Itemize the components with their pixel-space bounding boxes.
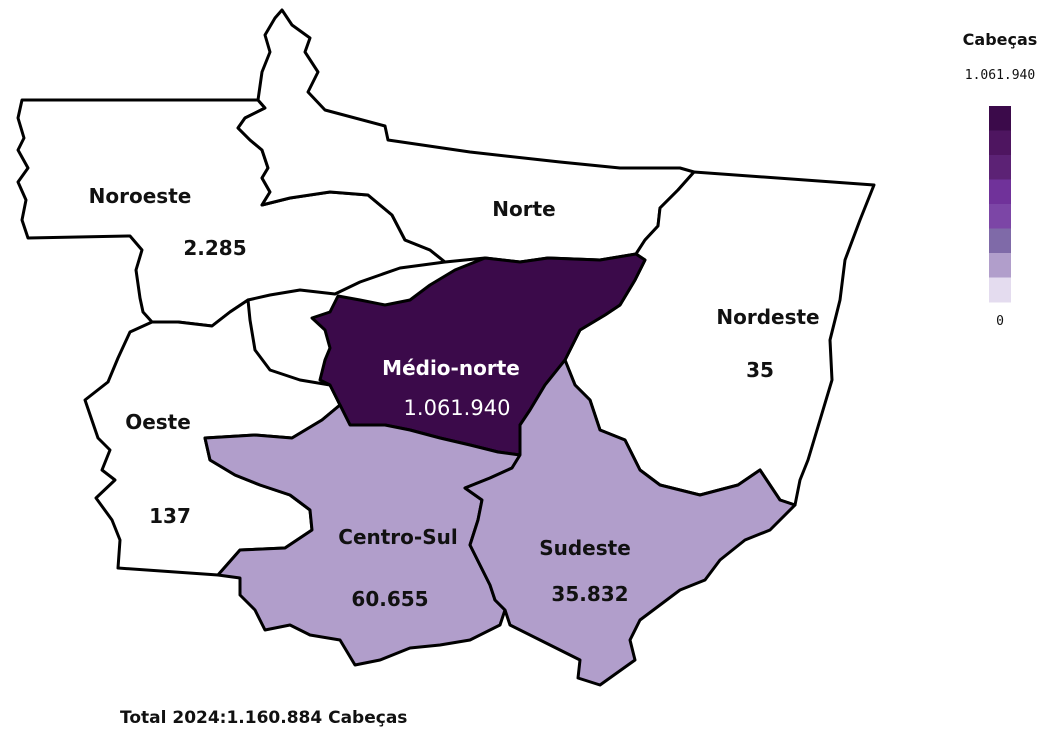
legend-swatch — [989, 130, 1011, 156]
total-caption: Total 2024:1.160.884 Cabeças — [120, 708, 407, 728]
label-medio-norte: Médio-norte — [382, 356, 520, 380]
legend-max-label: 1.061.940 — [965, 68, 1035, 83]
label-centro-sul: Centro-Sul — [338, 525, 457, 549]
legend-swatch — [989, 228, 1011, 254]
value-centro-sul: 60.655 — [351, 587, 428, 611]
legend-swatch — [989, 204, 1011, 229]
legend-min-label: 0 — [996, 314, 1004, 329]
color-legend: Cabeças 1.061.940 0 — [963, 30, 1038, 329]
region-sudeste[interactable] — [463, 358, 797, 687]
label-norte: Norte — [492, 197, 555, 221]
legend-color-ramp — [989, 106, 1011, 303]
value-noroeste: 2.285 — [183, 236, 246, 260]
legend-swatch — [989, 106, 1011, 131]
value-sudeste: 35.832 — [551, 582, 628, 606]
legend-swatch — [989, 277, 1011, 303]
region-medio-norte[interactable] — [310, 252, 647, 457]
value-oeste: 137 — [149, 504, 191, 528]
legend-title: Cabeças — [963, 30, 1038, 49]
label-noroeste: Noroeste — [89, 184, 192, 208]
legend-swatch — [989, 179, 1011, 205]
legend-swatch — [989, 253, 1011, 278]
value-medio-norte: 1.061.940 — [404, 396, 511, 420]
legend-swatch — [989, 155, 1011, 180]
region-centro-sul[interactable] — [203, 403, 522, 667]
label-nordeste: Nordeste — [716, 305, 819, 329]
label-oeste: Oeste — [125, 410, 191, 434]
label-sudeste: Sudeste — [539, 536, 631, 560]
value-nordeste: 35 — [746, 358, 774, 382]
